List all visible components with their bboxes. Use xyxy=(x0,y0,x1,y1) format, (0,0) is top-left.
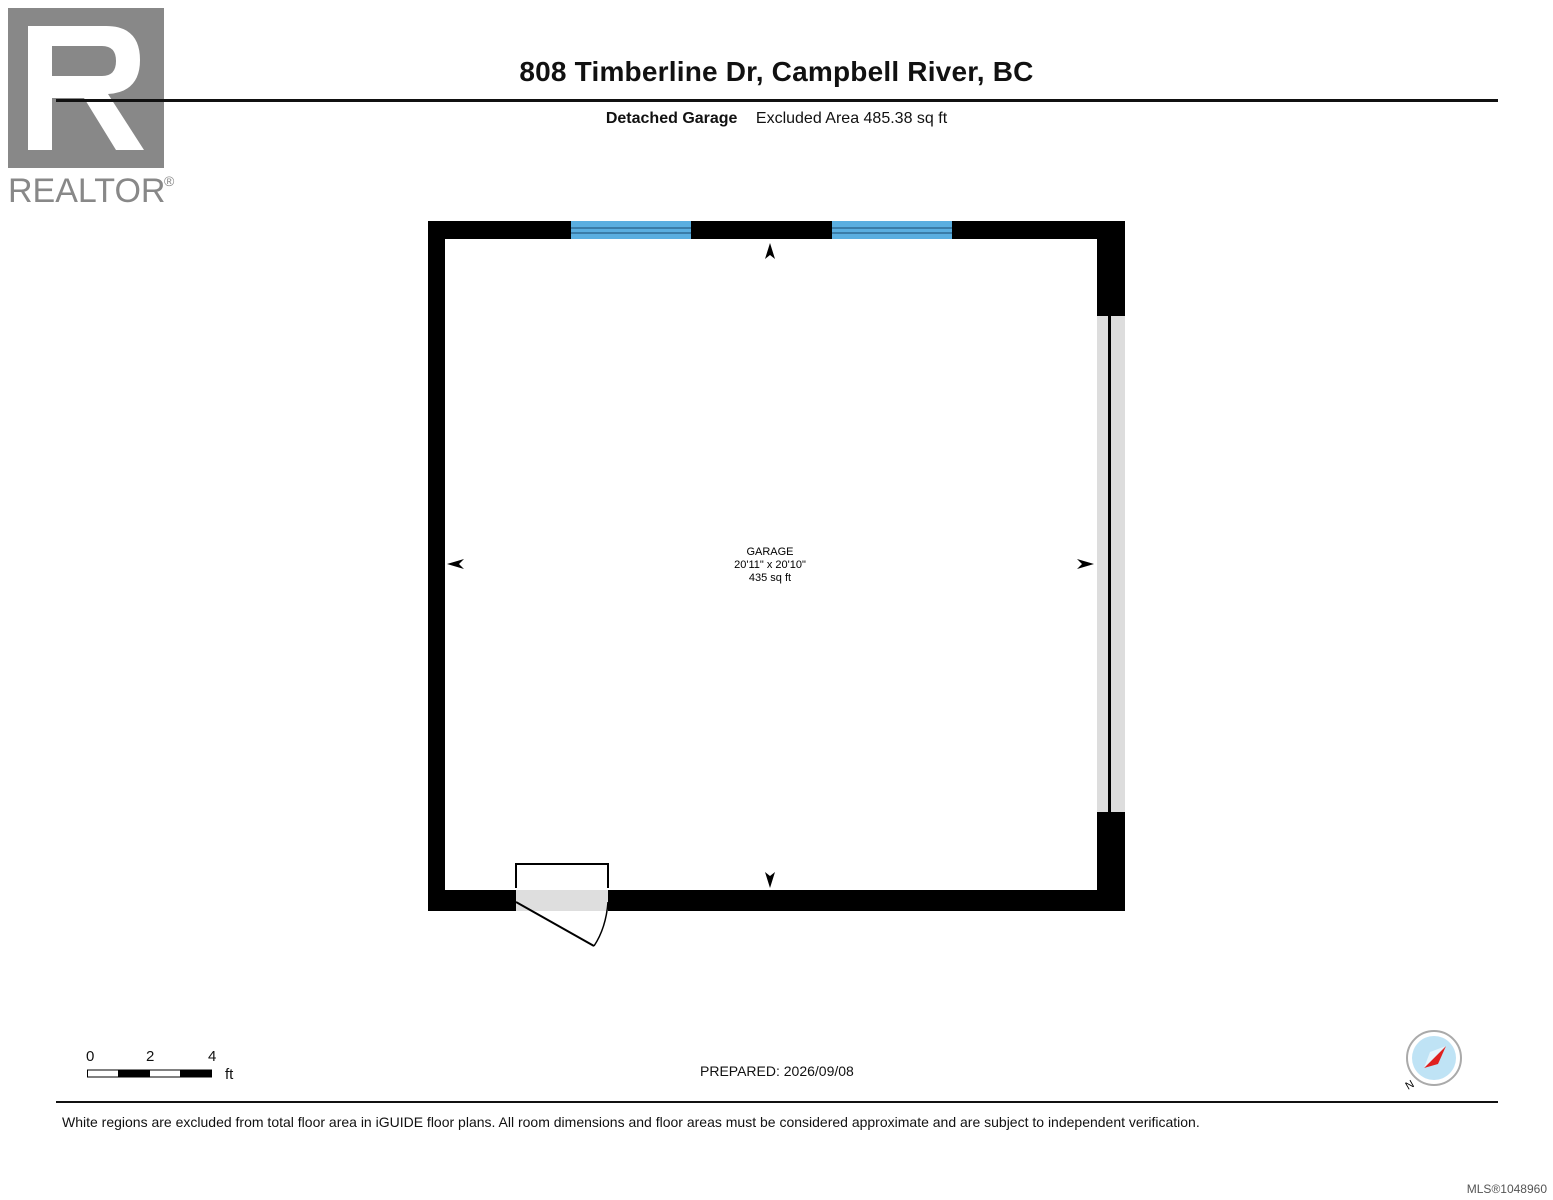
mls-number: MLS®1048960 xyxy=(1466,1182,1547,1196)
scale-unit: ft xyxy=(225,1066,234,1083)
scale-tick-0: 0 xyxy=(86,1048,95,1065)
compass-icon: N xyxy=(1398,1024,1470,1096)
level-name: Detached Garage xyxy=(605,110,738,127)
page-title: 808 Timberline Dr, Campbell River, BC xyxy=(519,56,1034,87)
level-area: Excluded Area 485.38 sq ft xyxy=(755,110,948,127)
room-area: 435 sq ft xyxy=(749,572,791,584)
svg-text:®: ® xyxy=(164,173,175,189)
wall-bottom-left xyxy=(428,890,516,911)
realtor-wordmark: REALTOR xyxy=(8,172,165,208)
wall-right-lower xyxy=(1097,812,1125,911)
wall-bottom-right xyxy=(608,890,1125,911)
disclaimer-text: White regions are excluded from total fl… xyxy=(62,1114,1200,1130)
title-divider xyxy=(56,99,1498,102)
wall-top xyxy=(428,221,1125,239)
window-1 xyxy=(571,221,691,239)
arrow-down xyxy=(765,872,775,888)
room-dimensions: 20'11" x 20'10" xyxy=(734,559,806,571)
window-2 xyxy=(832,221,952,239)
arrow-left xyxy=(447,559,464,569)
room-name: GARAGE xyxy=(746,546,793,558)
arrow-right xyxy=(1077,559,1094,569)
scale-tick-2: 2 xyxy=(146,1048,155,1065)
arrow-up xyxy=(765,243,775,259)
level-summary: Detached Garage Excluded Area 485.38 sq … xyxy=(0,110,1553,128)
wall-left xyxy=(428,221,445,911)
garage-door xyxy=(1097,316,1125,812)
prepared-date: PREPARED: 2026/09/08 xyxy=(700,1063,854,1079)
entry-door xyxy=(515,863,609,947)
scale-tick-4: 4 xyxy=(208,1048,217,1065)
scale-segments xyxy=(87,1069,212,1078)
realtor-logo: REALTOR ® xyxy=(8,8,180,210)
wall-right-upper xyxy=(1097,221,1125,316)
compass-north-label: N xyxy=(1404,1078,1417,1092)
scale-bar: 0 2 4 ft xyxy=(80,1046,250,1086)
footer-divider xyxy=(56,1101,1498,1103)
